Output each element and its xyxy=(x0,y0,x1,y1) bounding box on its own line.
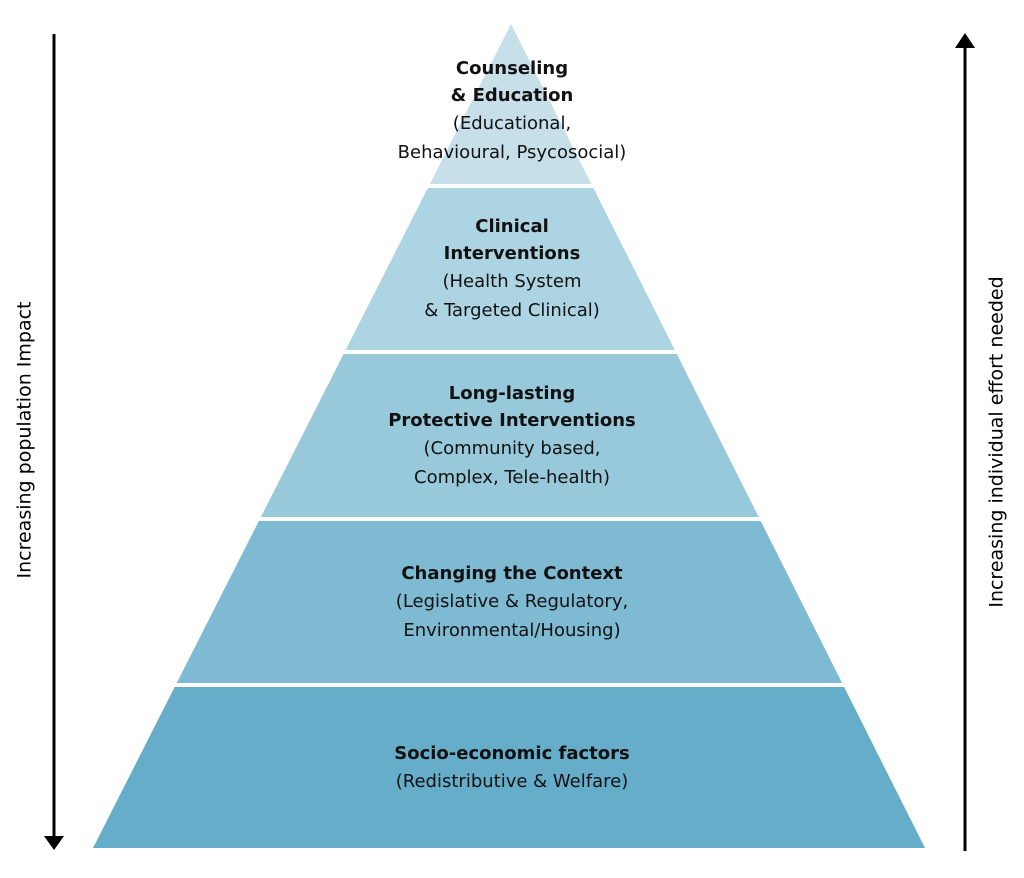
level-subtitle: (Redistributive & Welfare) xyxy=(395,771,629,792)
level-title: Counseling xyxy=(455,58,569,79)
level-subtitle: Behavioural, Psycosocial) xyxy=(397,142,627,163)
band-context xyxy=(176,521,843,683)
band-clinical xyxy=(345,188,675,350)
level-title: & Education xyxy=(450,85,574,106)
right-axis-label: Increasing individual effort needed xyxy=(985,276,1008,608)
level-changing-context: Changing the Context (Legislative & Regu… xyxy=(0,560,1024,645)
level-title: Socio-economic factors xyxy=(394,743,630,764)
right-axis-arrowhead-up-icon xyxy=(955,33,975,48)
level-protective-interventions: Long-lasting Protective Interventions (C… xyxy=(0,380,1024,492)
level-subtitle: (Legislative & Regulatory, xyxy=(395,591,629,612)
band-socioeconomic xyxy=(93,687,925,848)
level-subtitle: (Community based, xyxy=(423,438,601,459)
level-subtitle: Environmental/Housing) xyxy=(403,620,621,641)
band-protective xyxy=(260,354,759,517)
level-title: Changing the Context xyxy=(401,563,623,584)
level-subtitle: (Health System xyxy=(442,271,582,292)
level-socio-economic: Socio-economic factors (Redistributive &… xyxy=(0,740,1024,796)
level-subtitle: & Targeted Clinical) xyxy=(424,300,600,321)
level-subtitle: Complex, Tele-health) xyxy=(414,467,610,488)
level-counseling-education: Counseling & Education (Educational, Beh… xyxy=(0,55,1024,167)
level-clinical-interventions: Clinical Interventions (Health System & … xyxy=(0,213,1024,325)
band-counseling xyxy=(429,24,592,184)
left-axis-label: Increasing population Impact xyxy=(13,301,35,579)
level-title: Long-lasting xyxy=(448,383,576,404)
left-axis-arrowhead-down-icon xyxy=(44,836,64,850)
level-title: Interventions xyxy=(443,243,581,264)
level-title: Protective Interventions xyxy=(388,410,636,431)
level-title: Clinical xyxy=(475,216,549,237)
level-subtitle: (Educational, xyxy=(452,113,572,134)
